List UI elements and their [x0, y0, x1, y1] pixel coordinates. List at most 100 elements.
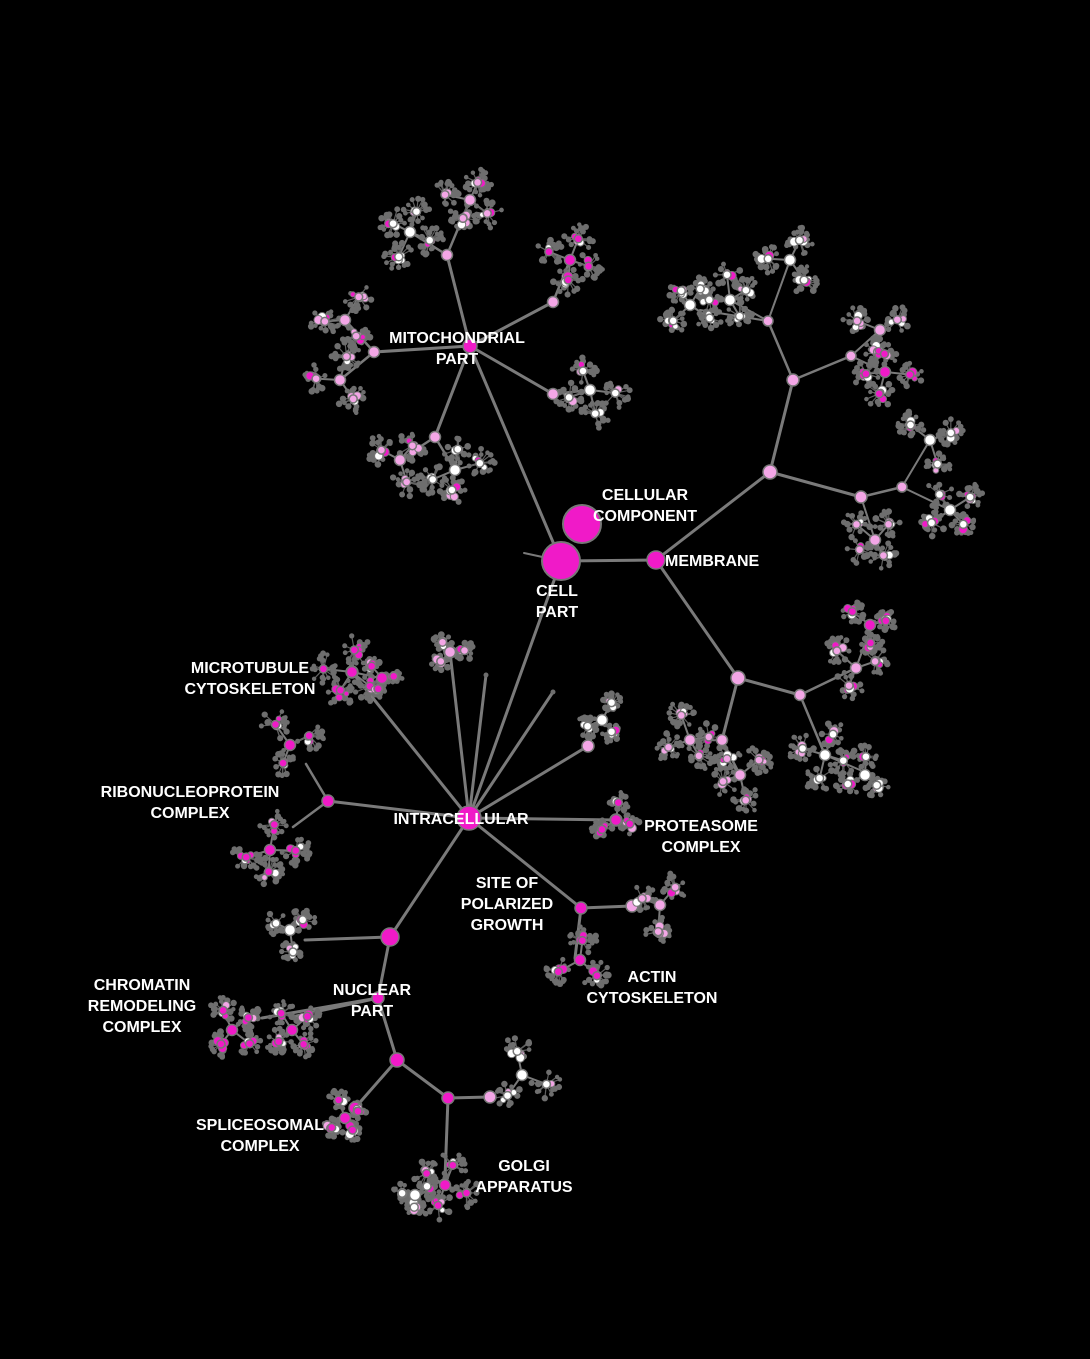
cluster-node — [653, 926, 663, 937]
leaf-node — [369, 440, 376, 447]
leaf-node — [459, 1183, 464, 1188]
leaf-node — [555, 281, 561, 287]
leaf-node — [564, 291, 571, 298]
leaf-node — [597, 981, 605, 989]
leaf-node — [283, 715, 288, 720]
branch-node — [854, 490, 868, 504]
leaf-node — [587, 937, 593, 943]
cluster-node — [563, 275, 573, 285]
leaf-node — [466, 655, 473, 662]
leaf-node — [869, 792, 875, 799]
cluster-node — [472, 177, 483, 188]
leaf-node — [707, 324, 715, 332]
leaf-node — [379, 215, 384, 221]
leaf-node — [288, 1012, 294, 1019]
leaf-node — [872, 524, 878, 529]
leaf-node — [589, 981, 596, 987]
leaf-node — [876, 402, 882, 408]
leaf-node — [442, 200, 447, 206]
leaf-node — [854, 789, 859, 795]
leaf-node — [813, 765, 820, 773]
leaf-node — [552, 1085, 558, 1092]
cluster-node — [704, 732, 714, 742]
leaf-node — [257, 1037, 264, 1044]
leaf-node — [372, 655, 377, 661]
leaf-node — [970, 519, 976, 525]
leaf-node — [938, 436, 945, 443]
hub-cellPart — [541, 541, 581, 581]
leaf-node — [736, 805, 743, 812]
leaf-node — [418, 233, 426, 241]
leaf-node — [267, 1014, 273, 1020]
cluster-node — [351, 331, 361, 341]
edge — [350, 670, 471, 820]
leaf-node — [578, 388, 585, 396]
leaf-node — [869, 776, 875, 782]
leaf-node — [877, 623, 883, 630]
sub-node — [343, 690, 350, 697]
leaf-node — [940, 432, 946, 437]
leaf-node — [444, 443, 452, 451]
cluster-node — [583, 261, 594, 272]
leaf-node — [623, 383, 629, 390]
leaf-node — [376, 660, 383, 667]
cluster-node — [625, 819, 635, 829]
leaf-node — [560, 978, 566, 985]
cluster-node — [341, 351, 352, 362]
cluster-hub — [873, 323, 887, 337]
leaf-node — [399, 676, 405, 681]
leaf-node — [797, 735, 803, 741]
leaf-node — [942, 419, 949, 426]
cluster-node — [905, 369, 915, 380]
leaf-node — [757, 263, 765, 271]
leaf-node — [605, 707, 611, 713]
cluster-node — [722, 269, 732, 280]
leaf-node — [279, 773, 285, 779]
leaf-node — [885, 342, 892, 348]
leaf-node — [457, 1157, 463, 1163]
leaf-node — [467, 1199, 475, 1206]
leaf-node — [973, 488, 980, 495]
leaf-node — [871, 669, 876, 675]
leaf-node — [802, 756, 809, 763]
cluster-node — [694, 751, 704, 761]
leaf-node — [862, 516, 868, 521]
leaf-node — [242, 1049, 248, 1056]
cluster-node — [397, 1188, 407, 1198]
cluster-node — [676, 710, 687, 721]
cluster-node — [447, 485, 457, 495]
cluster-node — [597, 824, 607, 835]
cluster-node — [411, 206, 422, 217]
hub-nucHub — [380, 927, 400, 947]
leaf-node — [462, 487, 468, 493]
leaf-node — [335, 400, 343, 408]
leaf-node — [703, 720, 710, 727]
leaf-node — [254, 1049, 260, 1055]
leaf-node — [283, 823, 289, 829]
leaf-node — [528, 1080, 535, 1086]
leaf-node — [403, 1198, 410, 1204]
leaf-node — [536, 1088, 542, 1094]
edge — [468, 344, 563, 563]
cluster-hub — [595, 713, 609, 727]
leaf-node — [904, 322, 911, 330]
leaf-node — [743, 807, 750, 814]
leaf-node — [351, 679, 358, 686]
leaf-node — [394, 206, 401, 213]
leaf-node — [326, 675, 331, 681]
leaf-node — [462, 1168, 469, 1174]
leaf-node — [286, 755, 292, 761]
edge — [467, 673, 488, 820]
cluster-node — [298, 1039, 309, 1050]
leaf-node — [439, 482, 445, 489]
leaf-node — [266, 832, 271, 838]
cluster-node — [883, 519, 894, 530]
leaf-node — [602, 972, 609, 979]
leaf-node — [896, 519, 903, 526]
leaf-node — [862, 521, 868, 527]
edge — [798, 693, 827, 757]
hub-memB — [730, 670, 746, 686]
leaf-node — [702, 322, 709, 328]
cluster-node — [401, 477, 412, 487]
leaf-node — [260, 880, 267, 888]
